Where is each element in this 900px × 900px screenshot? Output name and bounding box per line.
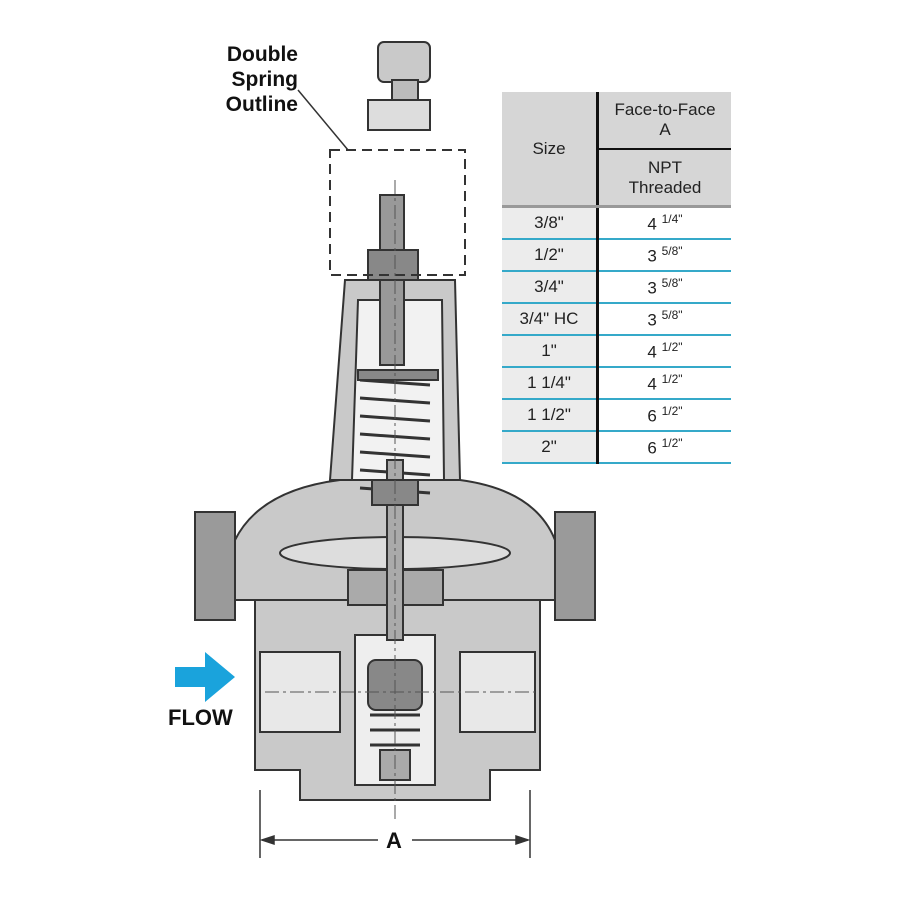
right-flange-bolt <box>554 511 596 621</box>
size-cell: 3/4" HC <box>502 303 599 336</box>
face-to-face-cell: 3 5/8" <box>597 239 731 272</box>
header-text: Threaded <box>628 177 702 197</box>
callout-line: Spring <box>231 68 299 91</box>
whole-part: 4 <box>647 214 657 234</box>
fraction-part: 1/2" <box>661 371 683 386</box>
flow-arrow-icon <box>175 652 235 702</box>
dimension-a-label: A <box>386 828 402 853</box>
callout-line: Outline <box>225 93 298 116</box>
size-cell: 1 1/2" <box>502 399 599 432</box>
double-spring-outline-label: Double Spring Outline <box>180 42 298 117</box>
size-header: Size <box>502 92 599 208</box>
fraction-part: 1/2" <box>661 403 683 418</box>
table-row: 3/4" HC 3 5/8" <box>502 303 731 336</box>
size-cell: 2" <box>502 431 599 464</box>
whole-part: 4 <box>647 374 657 394</box>
whole-part: 4 <box>647 342 657 362</box>
table-row: 2" 6 1/2" <box>502 431 731 464</box>
callout-leader <box>297 89 349 151</box>
face-to-face-cell: 4 1/2" <box>597 367 731 400</box>
size-cell: 3/4" <box>502 271 599 304</box>
left-flange-bolt <box>194 511 236 621</box>
size-cell: 3/8" <box>502 206 599 240</box>
face-to-face-cell: 4 1/2" <box>597 335 731 368</box>
face-to-face-cell: 3 5/8" <box>597 271 731 304</box>
adjusting-knob <box>377 41 431 83</box>
face-to-face-cell: 3 5/8" <box>597 303 731 336</box>
callout-line: Double <box>226 43 298 66</box>
header-text: Face-to-Face <box>614 100 716 119</box>
table-row: 3/8" 4 1/4" <box>502 206 731 240</box>
face-to-face-cell: 4 1/4" <box>597 206 731 240</box>
table-row: 1 1/2" 6 1/2" <box>502 399 731 432</box>
whole-part: 6 <box>647 438 657 458</box>
fraction-part: 5/8" <box>661 275 683 290</box>
whole-part: 3 <box>647 246 657 266</box>
fraction-part: 5/8" <box>661 307 683 322</box>
size-cell: 1/2" <box>502 239 599 272</box>
fraction-part: 1/4" <box>661 211 683 226</box>
size-cell: 1 1/4" <box>502 367 599 400</box>
fraction-part: 1/2" <box>661 339 683 354</box>
fraction-part: 5/8" <box>661 243 683 258</box>
table-row: 3/4" 3 5/8" <box>502 271 731 304</box>
dimension-a <box>259 790 531 858</box>
face-to-face-cell: 6 1/2" <box>597 431 731 464</box>
size-cell: 1" <box>502 335 599 368</box>
fraction-part: 1/2" <box>661 435 683 450</box>
flow-label: FLOW <box>168 705 233 730</box>
table-row: 1" 4 1/2" <box>502 335 731 368</box>
whole-part: 3 <box>647 310 657 330</box>
header-text: A <box>659 120 671 139</box>
table-row: 1 1/4" 4 1/2" <box>502 367 731 400</box>
table-row: 1/2" 3 5/8" <box>502 239 731 272</box>
whole-part: 3 <box>647 278 657 298</box>
double-spring-outline <box>329 149 466 276</box>
header-text: NPT <box>648 157 682 177</box>
face-to-face-cell: 6 1/2" <box>597 399 731 432</box>
whole-part: 6 <box>647 406 657 426</box>
